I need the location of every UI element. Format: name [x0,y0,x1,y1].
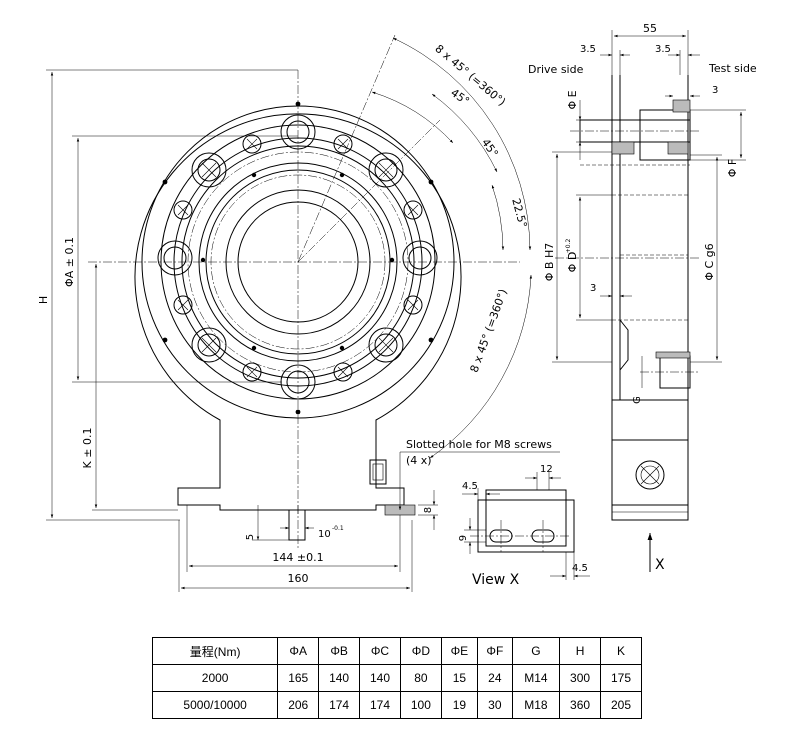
header-phiC: ΦC [359,637,401,665]
header-phiE: ΦE [440,637,478,665]
dim-G: G [632,396,643,404]
cell-phiA: 165 [277,664,320,692]
cell-K: 175 [600,664,642,692]
front-view [88,34,520,548]
cell-H: 300 [559,664,601,692]
header-H: H [559,637,601,665]
cell-phiE: 19 [440,691,478,719]
side-dimensions: 55 3.5 3.5 Drive side Test side 3 Φ E Φ … [528,22,757,404]
dim-phiC: Φ C g6 [703,243,716,280]
header-G: G [511,637,561,665]
header-phiF: ΦF [476,637,513,665]
test-side-label: Test side [708,62,757,75]
dim-H: H [37,296,50,304]
view-x-detail: 4.5 12 9 View X 4.5 [458,464,590,588]
header-phiB: ΦB [318,637,361,665]
cell-range: 5000/10000 [151,691,279,719]
cell-phiA: 206 [277,691,320,719]
angle-45-b: 45° [479,136,501,159]
table-row: 5000/10000 206 174 174 100 19 30 M18 360… [151,691,642,719]
slotted-hole-qty: (4 x) [406,454,432,467]
slotted-hole-callout: Slotted hole for M8 screws (4 x) [398,438,560,510]
header-phiD: ΦD [399,637,442,665]
dim-4-5-top: 4.5 [462,481,478,492]
side-view: X [555,75,700,573]
angle-45-a: 45° [448,86,471,108]
cell-K: 205 [600,691,642,719]
dim-4-5-bottom: 4.5 [572,563,588,574]
cell-phiE: 15 [440,664,478,692]
large-bolt-holes [157,114,438,400]
drive-side-label: Drive side [528,63,584,76]
cell-phiD: 80 [399,664,442,692]
dim-5: 5 [245,534,256,540]
cell-phiF: 30 [476,691,513,719]
dim-3-mid: 3 [590,283,596,294]
cell-phiB: 140 [318,664,361,692]
header-phiA: ΦA [277,637,320,665]
angle-22-5: 22.5° [509,197,529,229]
dim-phiE: Φ E [566,90,579,109]
table-row: 2000 165 140 140 80 15 24 M14 300 175 [151,664,642,692]
dim-phiA: ΦA ± 0.1 [63,237,76,287]
cell-G: M14 [511,664,561,692]
dim-3-top: 3 [712,85,718,96]
cell-range: 2000 [151,664,279,692]
dim-3-5-right: 3.5 [655,44,671,55]
dim-8: 8 [423,507,434,513]
cell-G: M18 [511,691,561,719]
dim-160: 160 [288,572,309,585]
cell-H: 360 [559,691,601,719]
dim-3-5-left: 3.5 [580,44,596,55]
dim-phiD-tol: +0.2 [565,239,572,254]
dim-9: 9 [458,535,469,541]
dim-phiB: Φ B H7 [543,243,556,281]
view-x-label: View X [472,572,520,588]
header-range: 量程(Nm) [151,637,279,665]
dim-12: 12 [540,464,553,475]
dim-144: 144 ±0.1 [272,551,323,564]
cell-phiD: 100 [399,691,442,719]
technical-drawing: H ΦA ± 0.1 K ± 0.1 5 10 -0.1 8 144 ±0.1 … [37,22,757,592]
dim-10: 10 [318,529,331,540]
spec-table-header-row: 量程(Nm) ΦA ΦB ΦC ΦD ΦE ΦF G H K [151,637,642,665]
dim-phiD: Φ D [566,252,579,273]
cell-phiC: 140 [359,664,401,692]
dim-phiF: Φ F [726,159,739,177]
cell-phiB: 174 [318,691,361,719]
angle-8x45-bottom: 8 x 45° (=360°) [468,287,510,374]
dim-K: K ± 0.1 [81,428,94,469]
x-arrow-label: X [655,557,665,573]
cell-phiF: 24 [476,664,513,692]
cell-phiC: 174 [359,691,401,719]
dim-10-tol: -0.1 [332,525,344,532]
housing-outline [134,113,462,511]
dim-55: 55 [643,22,657,35]
header-K: K [600,637,642,665]
slotted-hole-label: Slotted hole for M8 screws [406,438,552,451]
spec-table: 量程(Nm) ΦA ΦB ΦC ΦD ΦE ΦF G H K 2000 165 … [151,637,642,719]
